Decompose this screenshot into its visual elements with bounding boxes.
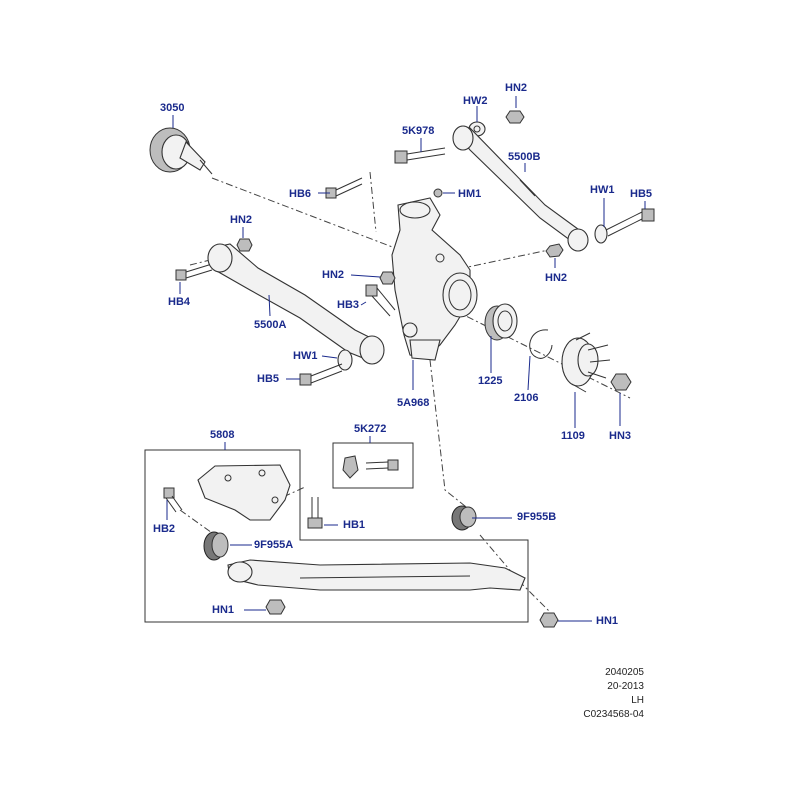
nut-hn2-mid <box>379 271 396 285</box>
arm-5500a <box>207 243 385 365</box>
label-hb5-left: HB5 <box>257 373 280 385</box>
bracket-5808 <box>197 464 291 521</box>
nut-hn2-top <box>505 110 525 124</box>
label-hn1-left: HN1 <box>212 604 235 616</box>
label-hn2-right: HN2 <box>545 272 568 284</box>
kit-5k272 <box>342 455 399 479</box>
nut-hm1 <box>433 188 443 198</box>
label-9f955b: 9F955B <box>517 511 557 523</box>
label-hw2: HW2 <box>463 95 488 107</box>
label-5a968: 5A968 <box>397 397 430 409</box>
label-hn2-left: HN2 <box>230 214 253 226</box>
label-hn1-right: HN1 <box>596 615 619 627</box>
label-hm1: HM1 <box>458 188 482 200</box>
label-5500a: 5500A <box>254 319 287 331</box>
label-5k978: 5K978 <box>402 125 435 137</box>
nut-hn1-left <box>265 599 286 615</box>
label-5808: 5808 <box>210 429 235 441</box>
bush-9f955a <box>203 531 229 561</box>
label-hn2-mid: HN2 <box>322 269 345 281</box>
label-3050: 3050 <box>160 102 185 114</box>
label-hb3: HB3 <box>337 299 360 311</box>
nut-hn1-right <box>539 612 559 628</box>
label-hw1-right: HW1 <box>590 184 615 196</box>
nut-hn2-left <box>236 238 253 252</box>
label-2106: 2106 <box>514 392 539 404</box>
label-hb6: HB6 <box>289 188 312 200</box>
bolt-hb1 <box>307 497 323 529</box>
assembly-5808-box <box>144 449 529 623</box>
bearing-1225 <box>484 303 518 341</box>
footer-line-4: C0234568-04 <box>583 709 644 720</box>
bolt-hb5-left <box>299 363 343 386</box>
knuckle-5a968 <box>391 197 478 361</box>
label-hw1-left: HW1 <box>293 350 318 362</box>
centerline-hb6 <box>369 171 377 233</box>
cv-joint-3050 <box>149 127 213 175</box>
arm-5500b <box>452 125 589 252</box>
label-hb2: HB2 <box>153 523 176 535</box>
nut-hn3 <box>610 373 632 391</box>
label-1225: 1225 <box>478 375 503 387</box>
bush-9f955b <box>451 505 477 531</box>
bolt-hb2 <box>163 487 183 513</box>
centerline-knuckle-down <box>429 359 471 511</box>
footer-line-1: 2040205 <box>605 667 644 678</box>
trailing-arm <box>227 559 526 591</box>
nut-hn2-right <box>545 243 564 258</box>
label-hb4: HB4 <box>168 296 191 308</box>
footer-line-2: 20-2013 <box>607 681 644 692</box>
centerline-driveshaft <box>211 177 396 249</box>
label-hb5-right: HB5 <box>630 188 653 200</box>
leader-lines <box>166 96 646 622</box>
bolt-hb6 <box>325 177 363 199</box>
bolt-hb3 <box>365 284 396 317</box>
centerline-5500a <box>189 257 219 266</box>
centerline-hub-axis <box>399 282 631 399</box>
snap-ring-2106 <box>529 329 553 359</box>
bolt-5k978 <box>394 147 446 164</box>
bolt-hb4 <box>175 263 213 281</box>
label-5k272: 5K272 <box>354 423 387 435</box>
label-hn2-top: HN2 <box>505 82 528 94</box>
label-hn3: HN3 <box>609 430 632 442</box>
label-5500b: 5500B <box>508 151 541 163</box>
label-hb1: HB1 <box>343 519 366 531</box>
label-9f955a: 9F955A <box>254 539 294 551</box>
label-1109: 1109 <box>561 430 585 442</box>
centerline-hb2 <box>179 509 216 536</box>
washer-hw1-right <box>594 224 608 244</box>
bolt-hb5-right <box>605 208 655 237</box>
kit-5k272-box <box>332 442 414 489</box>
hub-1109 <box>561 332 611 393</box>
washer-hw1-left <box>337 349 353 371</box>
footer-line-3: LH <box>631 695 644 706</box>
